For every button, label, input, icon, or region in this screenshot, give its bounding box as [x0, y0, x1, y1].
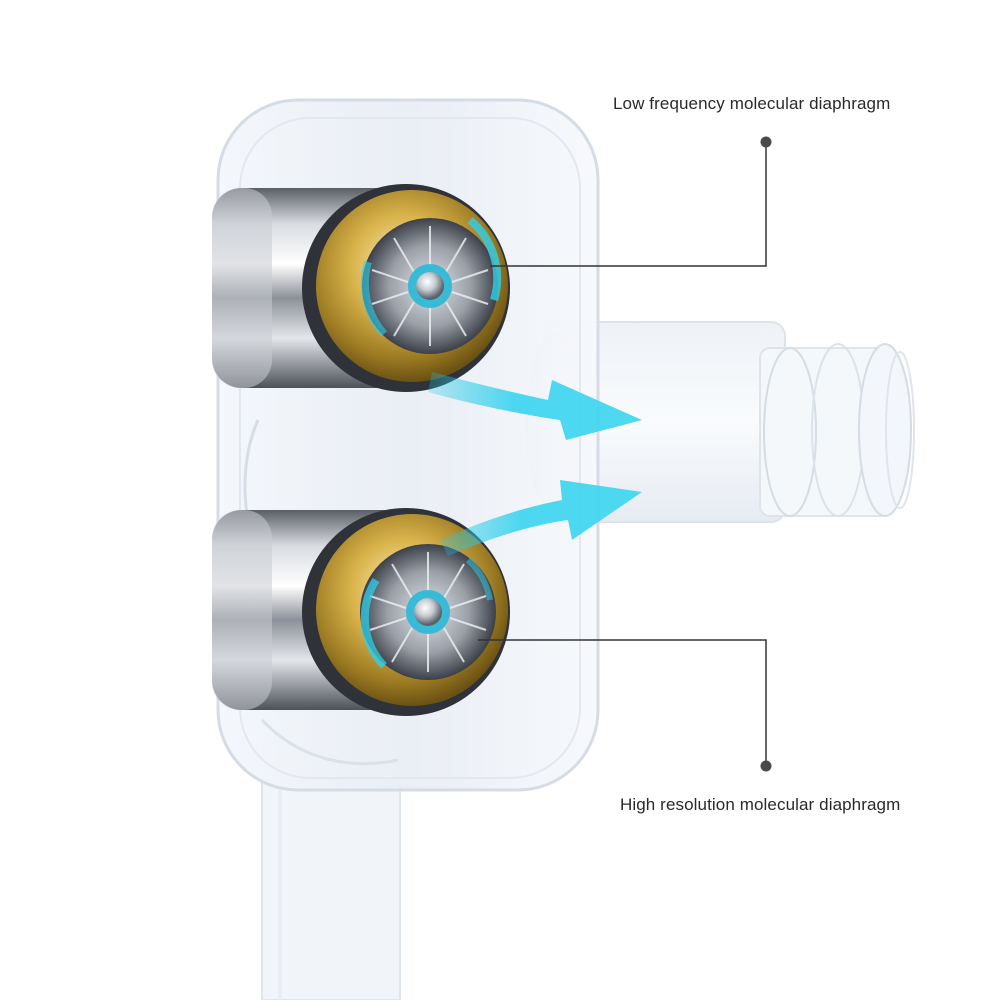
- callout-top: [490, 136, 772, 267]
- high-resolution-driver: [212, 508, 510, 716]
- bottom-driver-fins: [369, 552, 487, 672]
- callout-bottom: [478, 639, 772, 772]
- top-driver-fins: [371, 226, 489, 346]
- cable: [261, 779, 401, 1000]
- sound-flow-arrows: [428, 372, 642, 556]
- callout-dot-top: [760, 136, 772, 148]
- low-frequency-label: Low frequency molecular diaphragm: [613, 94, 891, 113]
- sound-flow-arrow-bottom: [440, 480, 642, 556]
- low-frequency-driver: [212, 184, 510, 392]
- sound-flow-arrow-top: [428, 372, 642, 440]
- high-resolution-label: High resolution molecular diaphragm: [620, 795, 901, 814]
- callout-dot-bottom: [760, 760, 772, 772]
